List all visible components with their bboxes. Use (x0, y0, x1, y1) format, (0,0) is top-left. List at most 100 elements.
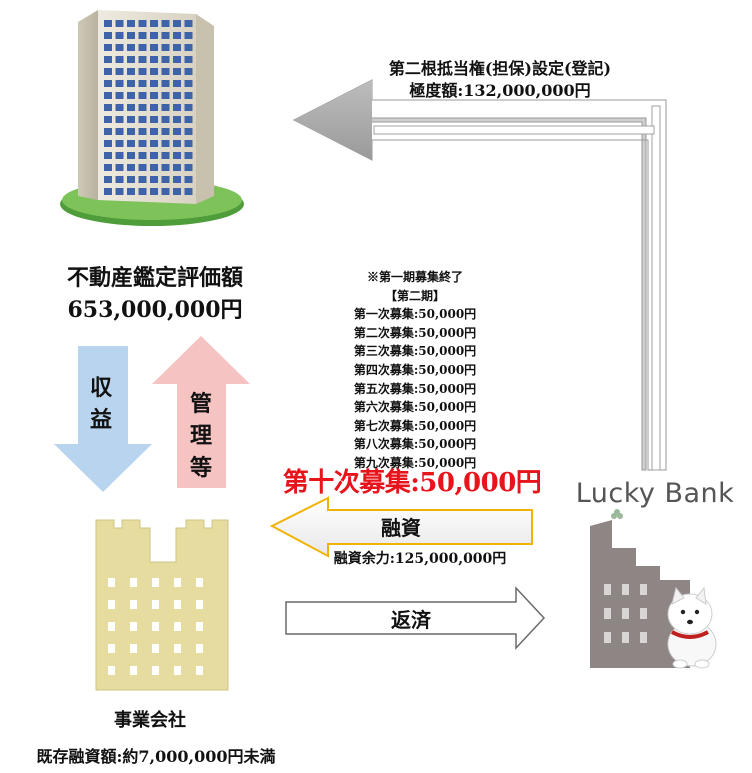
apartment-window (116, 140, 124, 147)
apartment-window (150, 44, 158, 51)
appraisal-amount: 653,000,000円 (20, 294, 290, 326)
apartment-window (139, 68, 147, 75)
apartment-window (104, 116, 112, 123)
apartment-window (185, 56, 193, 63)
lien-limit-amount: 極度額:132,000,000円 (330, 80, 670, 102)
apartment-window (104, 80, 112, 87)
apartment-window (116, 152, 124, 159)
apartment-window (139, 128, 147, 135)
apartment-window (173, 56, 181, 63)
bank-window (640, 584, 647, 595)
apartment-window (173, 32, 181, 39)
apartment-window (185, 188, 193, 195)
apartment-window (127, 56, 135, 63)
apartment-window (104, 92, 112, 99)
apartment-window (104, 20, 112, 27)
apartment-window (162, 56, 170, 63)
apartment-window (162, 164, 170, 171)
apartment-window (162, 116, 170, 123)
apartment-window (127, 176, 135, 183)
management-char: 管 (188, 388, 214, 420)
apartment-window (104, 104, 112, 111)
apartment-window (127, 140, 135, 147)
apartment-window (162, 176, 170, 183)
revenue-char: 収 (88, 372, 114, 404)
company-window (152, 644, 159, 653)
apartment-window (127, 92, 135, 99)
repayment-label: 返済 (376, 604, 446, 633)
company-window (152, 578, 159, 587)
apartment-window (127, 104, 135, 111)
apartment-window (150, 68, 158, 75)
financing-label: 融資 (356, 512, 446, 541)
fundraising-rounds: ※第一期募集終了 【第二期】 第一次募集:50,000円 第二次募集:50,00… (300, 268, 530, 473)
management-char: 等 (188, 452, 214, 484)
apartment-window (185, 152, 193, 159)
apartment-window (173, 116, 181, 123)
apartment-building-illustration (60, 10, 244, 226)
company-window (108, 666, 115, 675)
apartment-window (127, 32, 135, 39)
apartment-window (162, 32, 170, 39)
company-building-illustration (96, 520, 228, 690)
apartment-window (116, 128, 124, 135)
company-window (130, 644, 137, 653)
apartment-window (185, 20, 193, 27)
company-window (174, 600, 181, 609)
company-window (108, 600, 115, 609)
apartment-window (116, 188, 124, 195)
apartment-window (139, 116, 147, 123)
apartment-window (162, 128, 170, 135)
apartment-window (139, 164, 147, 171)
apartment-window (185, 104, 193, 111)
bank-windows (604, 584, 647, 643)
apartment-window (150, 164, 158, 171)
apartment-window (139, 176, 147, 183)
company-window (196, 644, 203, 653)
appraisal-valuation: 不動産鑑定評価額 653,000,000円 (20, 262, 290, 326)
apartment-window (173, 128, 181, 135)
company-window (196, 622, 203, 631)
management-char: 理 (188, 420, 214, 452)
apartment-window (116, 80, 124, 87)
company-window (152, 622, 159, 631)
apartment-window (104, 68, 112, 75)
apartment-window (104, 188, 112, 195)
apartment-window (104, 44, 112, 51)
apartment-window (127, 164, 135, 171)
apartment-window (162, 104, 170, 111)
company-window (108, 578, 115, 587)
company-window (152, 600, 159, 609)
apartment-window (116, 104, 124, 111)
round-item: 第七次募集:50,000円 (300, 417, 530, 436)
apartment-window (185, 92, 193, 99)
company-window (174, 622, 181, 631)
apartment-window (139, 80, 147, 87)
apartment-window (185, 44, 193, 51)
round-item: 第二次募集:50,000円 (300, 324, 530, 343)
company-window (196, 578, 203, 587)
apartment-window (127, 68, 135, 75)
existing-loan-amount: 既存融資額:約7,000,000円未満 (6, 743, 306, 767)
apartment-window (104, 32, 112, 39)
apartment-window (162, 68, 170, 75)
management-label: 管 理 等 (188, 388, 214, 484)
round-item: 第四次募集:50,000円 (300, 361, 530, 380)
apartment-window (150, 128, 158, 135)
apartment-window (104, 164, 112, 171)
company-window (130, 600, 137, 609)
apartment-window (150, 32, 158, 39)
appraisal-label: 不動産鑑定評価額 (20, 262, 290, 294)
company-window (130, 578, 137, 587)
apartment-window (139, 152, 147, 159)
apartment-window (162, 80, 170, 87)
company-window (196, 666, 203, 675)
apartment-window (116, 176, 124, 183)
apartment-window (173, 176, 181, 183)
apartment-window (150, 104, 158, 111)
apartment-window (104, 140, 112, 147)
apartment-window (116, 68, 124, 75)
financing-capacity: 融資余力:125,000,000円 (300, 548, 540, 568)
apartment-window (162, 92, 170, 99)
bank-window (640, 632, 647, 643)
